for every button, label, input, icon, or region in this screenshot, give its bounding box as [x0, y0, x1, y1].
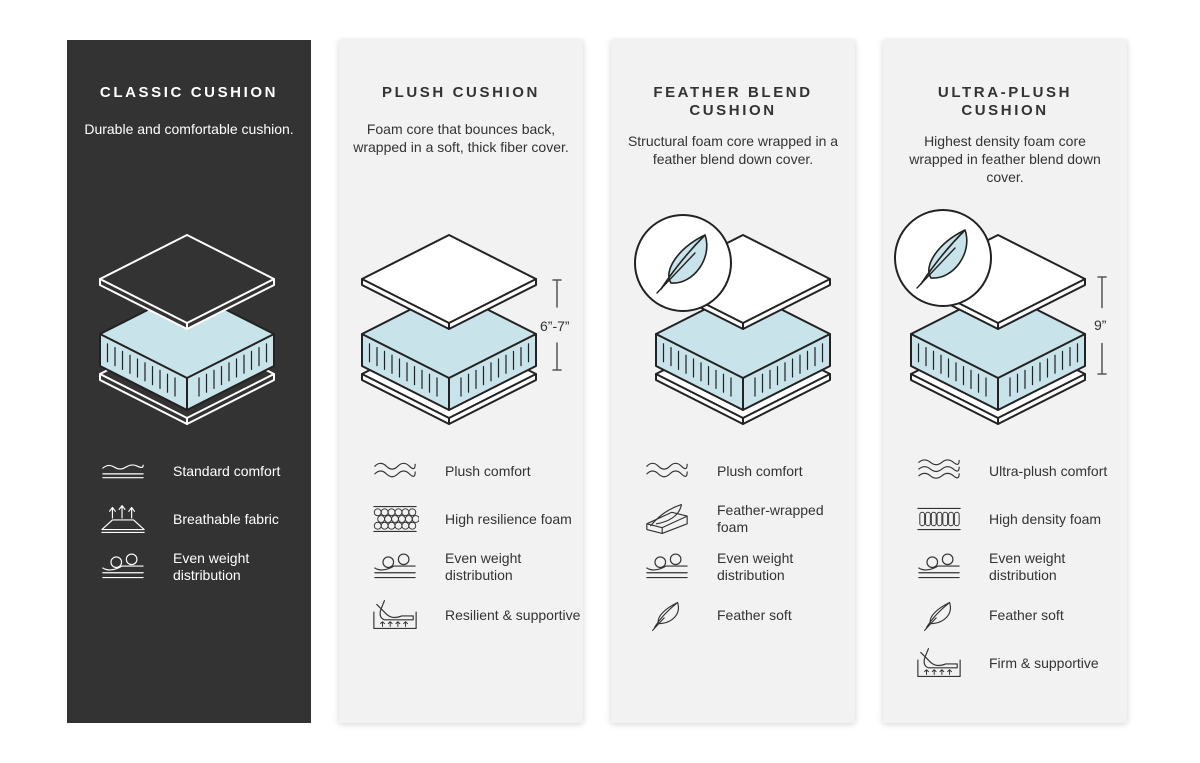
foam-cells-icon: [373, 505, 419, 533]
feature-label: Even weight distribution: [989, 550, 1066, 583]
feature-item: Even weight distribution: [611, 550, 855, 584]
foam-core-layer: [361, 289, 537, 411]
feature-label: High resilience foam: [445, 510, 572, 527]
feature-label: Standard comfort: [173, 462, 281, 479]
feature-label: Feather soft: [989, 606, 1064, 623]
feature-item: Resilient & supportive: [339, 598, 583, 632]
card-title: PLUSH CUSHION: [382, 84, 540, 101]
foam-core-layer: [99, 289, 275, 411]
card-description: Highest density foam core wrapped in fea…: [909, 133, 1101, 185]
cushion-card-1: CLASSIC CUSHION Durable and comfortable …: [67, 40, 311, 723]
feature-label: Resilient & supportive: [445, 606, 581, 623]
cushion-layers-diagram: [99, 234, 275, 425]
height-measure-icon: [552, 279, 562, 371]
feature-label: Firm & supportive: [989, 654, 1099, 671]
feature-label: Even weight distribution: [445, 550, 522, 583]
feature-label: Even weight distribution: [717, 550, 794, 583]
cushion-layers-diagram: [634, 214, 831, 425]
card-description: Durable and comfortable cushion.: [84, 121, 294, 137]
feather-badge-icon: [894, 209, 992, 307]
feature-item: Plush comfort: [339, 454, 583, 488]
feature-label: High density foam: [989, 510, 1102, 527]
cushion-card-2: PLUSH CUSHION Foam core that bounces bac…: [339, 40, 583, 723]
dense-foam-icon: [917, 507, 961, 531]
card-title: FEATHER BLEND CUSHION: [653, 84, 813, 119]
feature-item: Ultra-plush comfort: [883, 454, 1127, 488]
feature-item: High resilience foam: [339, 502, 583, 536]
double-wave-icon: [646, 462, 688, 478]
height-label: 6”-7”: [540, 318, 570, 334]
cushion-card-3: FEATHER BLEND CUSHION Structural foam co…: [611, 40, 855, 723]
card-title: ULTRA-PLUSH CUSHION: [937, 84, 1073, 119]
feature-item: Even weight distribution: [67, 550, 311, 584]
cushion-card-4: ULTRA-PLUSH CUSHION Highest density foam…: [883, 40, 1127, 723]
foam-core-layer: [655, 289, 831, 411]
feature-label: Breathable fabric: [173, 510, 279, 527]
weight-icon: [918, 553, 960, 579]
top-cover-layer: [99, 234, 275, 330]
triple-wave-icon: [918, 459, 960, 479]
feature-item: Plush comfort: [611, 454, 855, 488]
top-cover-layer: [361, 234, 537, 330]
feature-item: Even weight distribution: [339, 550, 583, 584]
feature-item: Firm & supportive: [883, 646, 1127, 680]
feature-item: Breathable fabric: [67, 502, 311, 536]
double-wave-icon: [374, 462, 416, 478]
feature-item: Feather soft: [611, 598, 855, 632]
feature-item: Even weight distribution: [883, 550, 1127, 584]
wave-icon: [102, 464, 144, 479]
breathable-icon: [101, 504, 145, 534]
feature-label: Feather-wrapped foam: [717, 502, 824, 535]
support-icon: [373, 600, 417, 630]
weight-icon: [374, 553, 416, 579]
feature-item: Feather-wrapped foam: [611, 502, 855, 536]
feature-label: Feather soft: [717, 606, 792, 623]
weight-icon: [646, 553, 688, 579]
card-description: Structural foam core wrapped in a feathe…: [627, 133, 839, 167]
height-label: 9”: [1094, 317, 1107, 333]
feather-badge-icon: [634, 214, 732, 312]
support-icon: [917, 648, 961, 678]
foam-core-layer: [910, 289, 1086, 411]
feature-label: Even weight distribution: [173, 550, 250, 583]
feature-item: Feather soft: [883, 598, 1127, 632]
feature-item: Standard comfort: [67, 454, 311, 488]
feather-wrap-icon: [646, 504, 688, 534]
feature-label: Ultra-plush comfort: [989, 462, 1108, 479]
weight-icon: [102, 553, 144, 579]
feature-label: Plush comfort: [717, 462, 803, 479]
cushion-layers-diagram: [894, 209, 1107, 425]
card-description: Foam core that bounces back, wrapped in …: [353, 121, 569, 155]
feature-item: High density foam: [883, 502, 1127, 536]
feather-icon: [652, 601, 679, 631]
card-title: CLASSIC CUSHION: [99, 84, 279, 101]
feather-icon: [924, 601, 951, 631]
height-measure-icon: [1097, 276, 1107, 375]
cushion-layers-diagram: [361, 234, 562, 425]
feature-label: Plush comfort: [445, 462, 531, 479]
